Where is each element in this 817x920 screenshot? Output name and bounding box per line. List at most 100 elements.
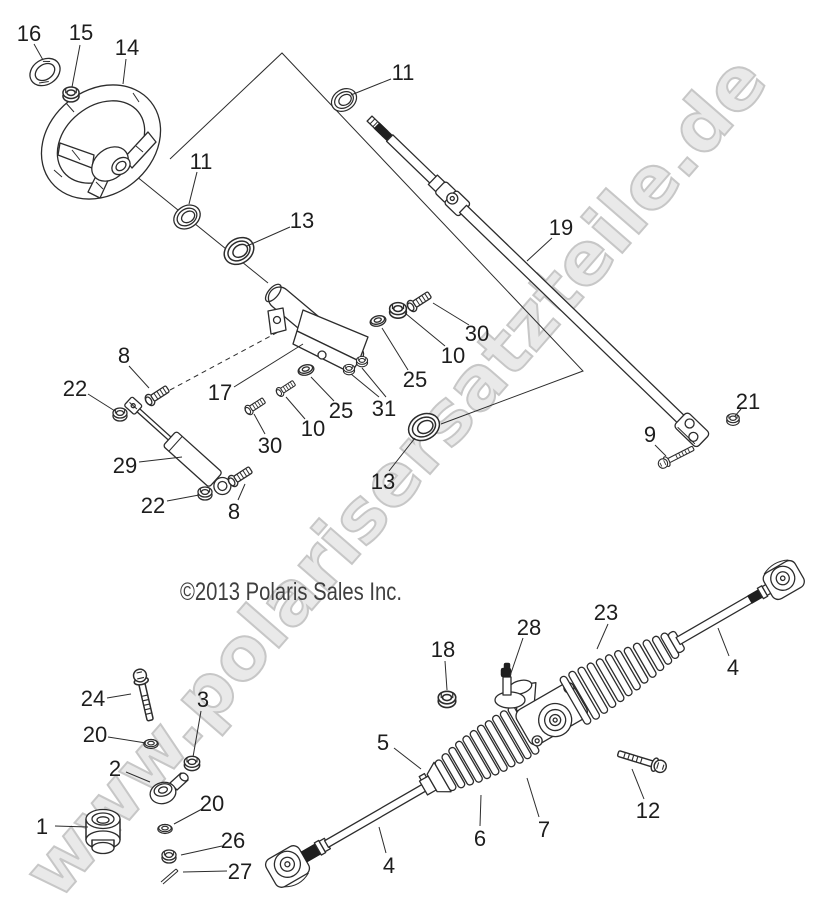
leader-line-12: [631, 768, 645, 800]
leader-line-31: [350, 373, 380, 398]
rack-and-pinion: [264, 559, 805, 888]
leader-line-3: [192, 710, 202, 758]
leader-line-22: [87, 393, 116, 412]
bolt-12: [615, 746, 669, 776]
leader-line-20: [173, 808, 203, 825]
bolt-8-upper: [142, 382, 172, 408]
callout-label-4: 4: [727, 655, 739, 680]
leader-line-27: [182, 870, 228, 873]
callout-label-4: 4: [383, 853, 395, 878]
leader-line-30: [432, 302, 470, 326]
callout-label-18: 18: [431, 637, 455, 662]
nut-31-b: [355, 355, 369, 368]
leader-line-17: [233, 343, 304, 388]
leader-line-15: [71, 44, 81, 88]
bolt-8-lower: [225, 463, 255, 489]
callout-label-11: 11: [392, 60, 415, 85]
callout-label-7: 7: [538, 817, 550, 842]
leader-line-4: [378, 826, 387, 854]
callout-label-12: 12: [636, 798, 660, 823]
leader-line-13: [388, 437, 416, 472]
callout-label-3: 3: [197, 687, 209, 712]
callout-label-10: 10: [441, 343, 465, 368]
bushing-13-upper: [218, 231, 260, 271]
leader-line-8: [128, 365, 150, 389]
nut-3: [183, 755, 201, 772]
nut-22-lower: [197, 486, 213, 501]
callout-label-5: 5: [377, 730, 389, 755]
washer-25-lower: [296, 362, 316, 378]
leader-line-30: [253, 413, 266, 435]
leader-line-7: [526, 777, 540, 818]
leader-line-19: [526, 237, 553, 262]
tie-rod-end-right: [762, 559, 805, 601]
leader-line-18: [444, 660, 448, 691]
leader-line-8: [237, 483, 246, 501]
callout-label-31: 31: [372, 396, 396, 421]
leader-line-31: [361, 367, 387, 398]
leader-line-11: [188, 171, 198, 205]
leader-line-4: [717, 627, 730, 657]
callout-label-19: 19: [549, 215, 573, 240]
steering-shaft: [366, 115, 710, 448]
leader-line-6: [479, 794, 482, 827]
nut-31-a: [342, 363, 356, 376]
nut-21: [726, 413, 740, 426]
callout-label-30: 30: [258, 433, 282, 458]
grease-fitting: [494, 662, 526, 709]
bushing-mount-1: [85, 808, 121, 855]
leader-line-23: [596, 623, 609, 650]
leader-line-11: [350, 78, 392, 96]
callout-label-9: 9: [644, 422, 656, 447]
tie-rod-end-left: [264, 845, 311, 888]
callout-label-16: 16: [17, 21, 41, 46]
callout-label-27: 27: [228, 859, 252, 884]
nut-10-upper: [388, 301, 408, 319]
leader-line-16: [33, 43, 44, 61]
leader-line-10: [404, 312, 446, 347]
steering-damper: [124, 396, 232, 496]
callout-label-20: 20: [83, 722, 107, 747]
callout-label-8: 8: [118, 343, 130, 368]
callout-label-8: 8: [228, 499, 240, 524]
inner-tie-rod-left: [323, 783, 428, 848]
callout-label-2: 2: [109, 756, 121, 781]
leader-line-25: [381, 327, 409, 371]
bolt-9: [655, 442, 697, 471]
callout-label-17: 17: [208, 380, 232, 405]
bushing-11-upper: [168, 199, 206, 235]
cotter-pin-27: [160, 868, 179, 885]
leader-line-24: [106, 693, 132, 699]
callout-label-22: 22: [141, 493, 165, 518]
callout-label-6: 6: [474, 826, 486, 851]
leader-line-20: [107, 736, 147, 744]
bolt-30-lower: [242, 395, 268, 417]
callout-label-25: 25: [329, 398, 353, 423]
leader-line-14: [122, 58, 127, 85]
callout-label-24: 24: [81, 686, 105, 711]
assembly-axis-lines: [135, 52, 584, 425]
bellows-boot-6: [426, 705, 540, 793]
callout-label-10: 10: [301, 416, 325, 441]
leader-line-26: [180, 845, 223, 856]
callout-label-28: 28: [517, 615, 541, 640]
shaft-yoke: [674, 412, 710, 448]
callout-label-1: 1: [36, 814, 48, 839]
washer-20-upper: [143, 738, 159, 750]
leader-line-2: [125, 771, 151, 783]
callout-label-13: 13: [290, 208, 314, 233]
rod-end-2: [149, 772, 189, 805]
callout-label-26: 26: [221, 828, 245, 853]
steering-wheel: [40, 84, 162, 200]
callout-label-21: 21: [736, 389, 760, 414]
callout-label-14: 14: [115, 35, 139, 60]
inner-tie-rod-right: [675, 595, 753, 646]
washer-20-lower: [157, 823, 173, 835]
column-bracket: [264, 283, 369, 374]
leader-line-28: [509, 637, 524, 677]
nut-22-upper: [112, 407, 128, 422]
horn-cap: [29, 57, 61, 87]
